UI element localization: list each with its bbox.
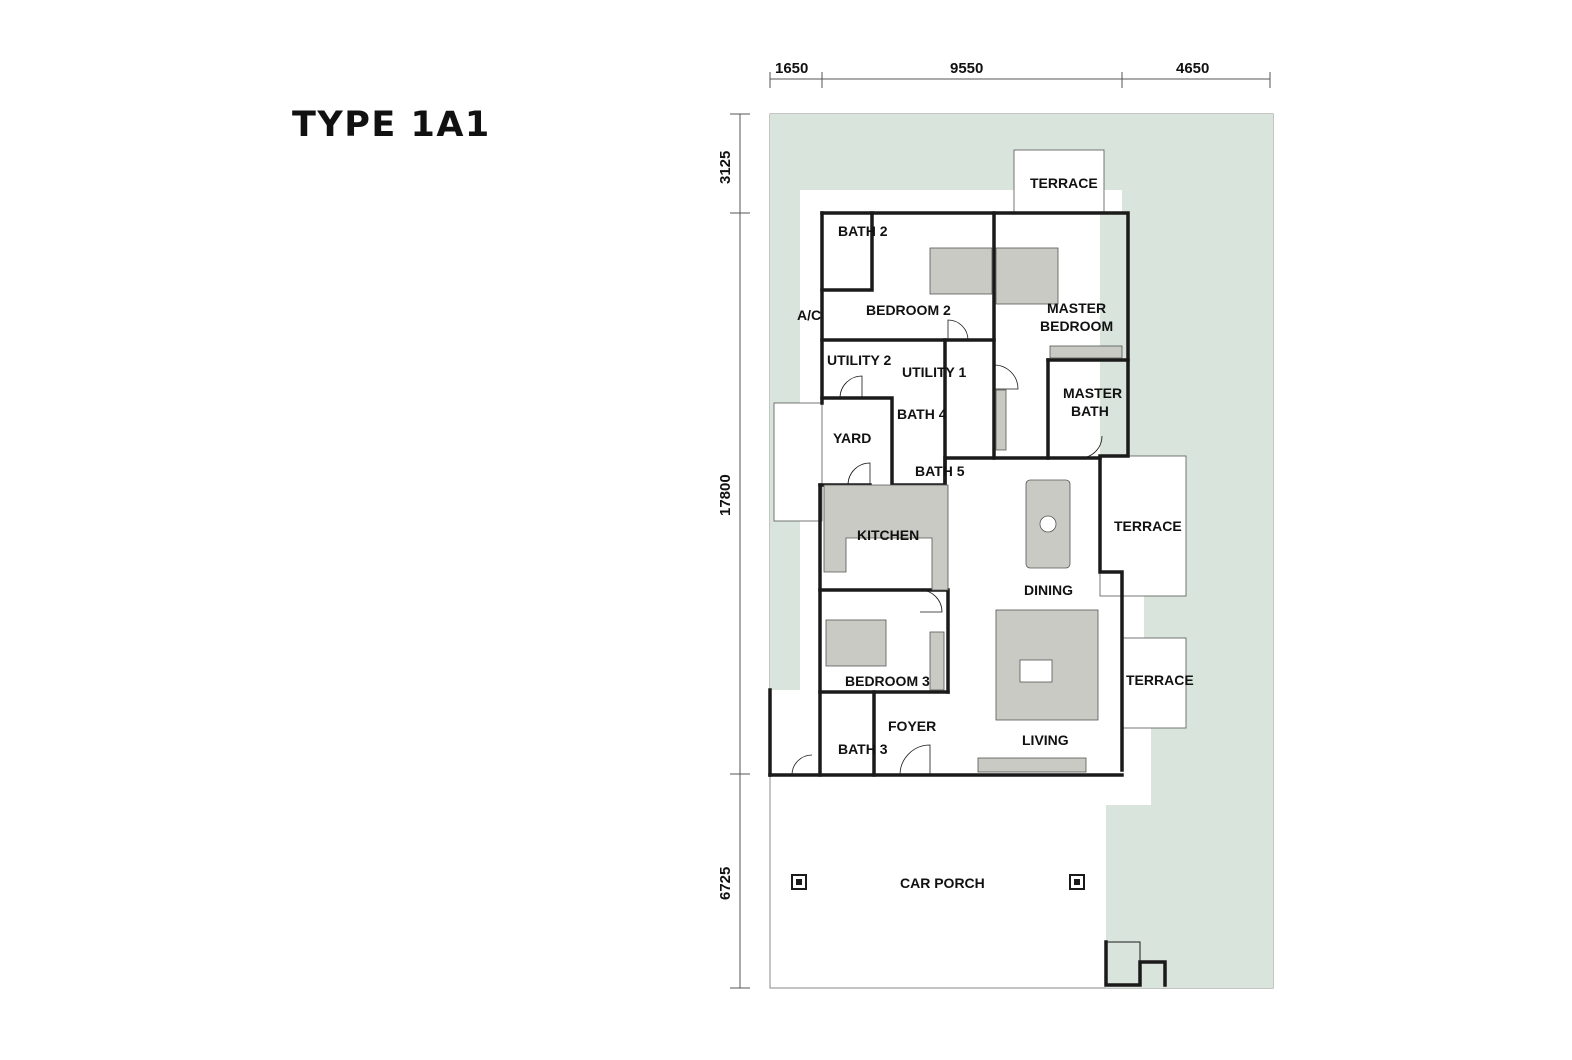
room-label-master-bath-2: BATH [1071, 403, 1109, 419]
dim-top-1: 1650 [775, 60, 808, 77]
dim-left-2: 17800 [717, 474, 734, 516]
door-swings [791, 319, 1103, 776]
room-label-car-porch: CAR PORCH [900, 875, 985, 891]
room-label-master-bath-1: MASTER [1063, 385, 1122, 401]
furniture [823, 247, 1123, 773]
room-label-terrace-top: TERRACE [1030, 175, 1098, 191]
bed-3 [825, 619, 887, 667]
room-label-living: LIVING [1022, 732, 1069, 748]
master-bed [995, 247, 1059, 305]
room-label-bath-2: BATH 2 [838, 223, 888, 239]
room-label-terrace-right-upper: TERRACE [1114, 518, 1182, 534]
dim-top-3: 4650 [1176, 60, 1209, 77]
dim-left-1: 3125 [717, 151, 734, 184]
room-label-utility-1: UTILITY 1 [902, 364, 967, 380]
room-label-yard: YARD [833, 430, 871, 446]
dim-top-2: 9550 [950, 60, 983, 77]
room-label-bath-5: BATH 5 [915, 463, 965, 479]
plan-title: TYPE 1A1 [292, 105, 491, 145]
car-porch-area [791, 874, 1167, 987]
room-label-master-bedroom-2: BEDROOM [1040, 318, 1113, 334]
room-label-terrace-right-lower: TERRACE [1126, 672, 1194, 688]
room-label-master-bedroom-1: MASTER [1047, 300, 1106, 316]
room-label-ac: A/C [797, 307, 821, 323]
garden-areas [769, 113, 1274, 989]
room-label-dining: DINING [1024, 582, 1073, 598]
room-label-bedroom-3: BEDROOM 3 [845, 673, 930, 689]
room-label-bedroom-2: BEDROOM 2 [866, 302, 951, 318]
room-label-foyer: FOYER [888, 718, 936, 734]
room-label-bath-4: BATH 4 [897, 406, 947, 422]
room-label-utility-2: UTILITY 2 [827, 352, 892, 368]
dim-left-3: 6725 [717, 867, 734, 900]
dimension-lines [730, 72, 1271, 989]
walls [768, 211, 1130, 777]
tv-console [977, 757, 1087, 773]
bed-2 [929, 247, 993, 295]
room-label-bath-3: BATH 3 [838, 741, 888, 757]
room-label-kitchen: KITCHEN [857, 527, 919, 543]
kitchen-counter [823, 484, 949, 591]
